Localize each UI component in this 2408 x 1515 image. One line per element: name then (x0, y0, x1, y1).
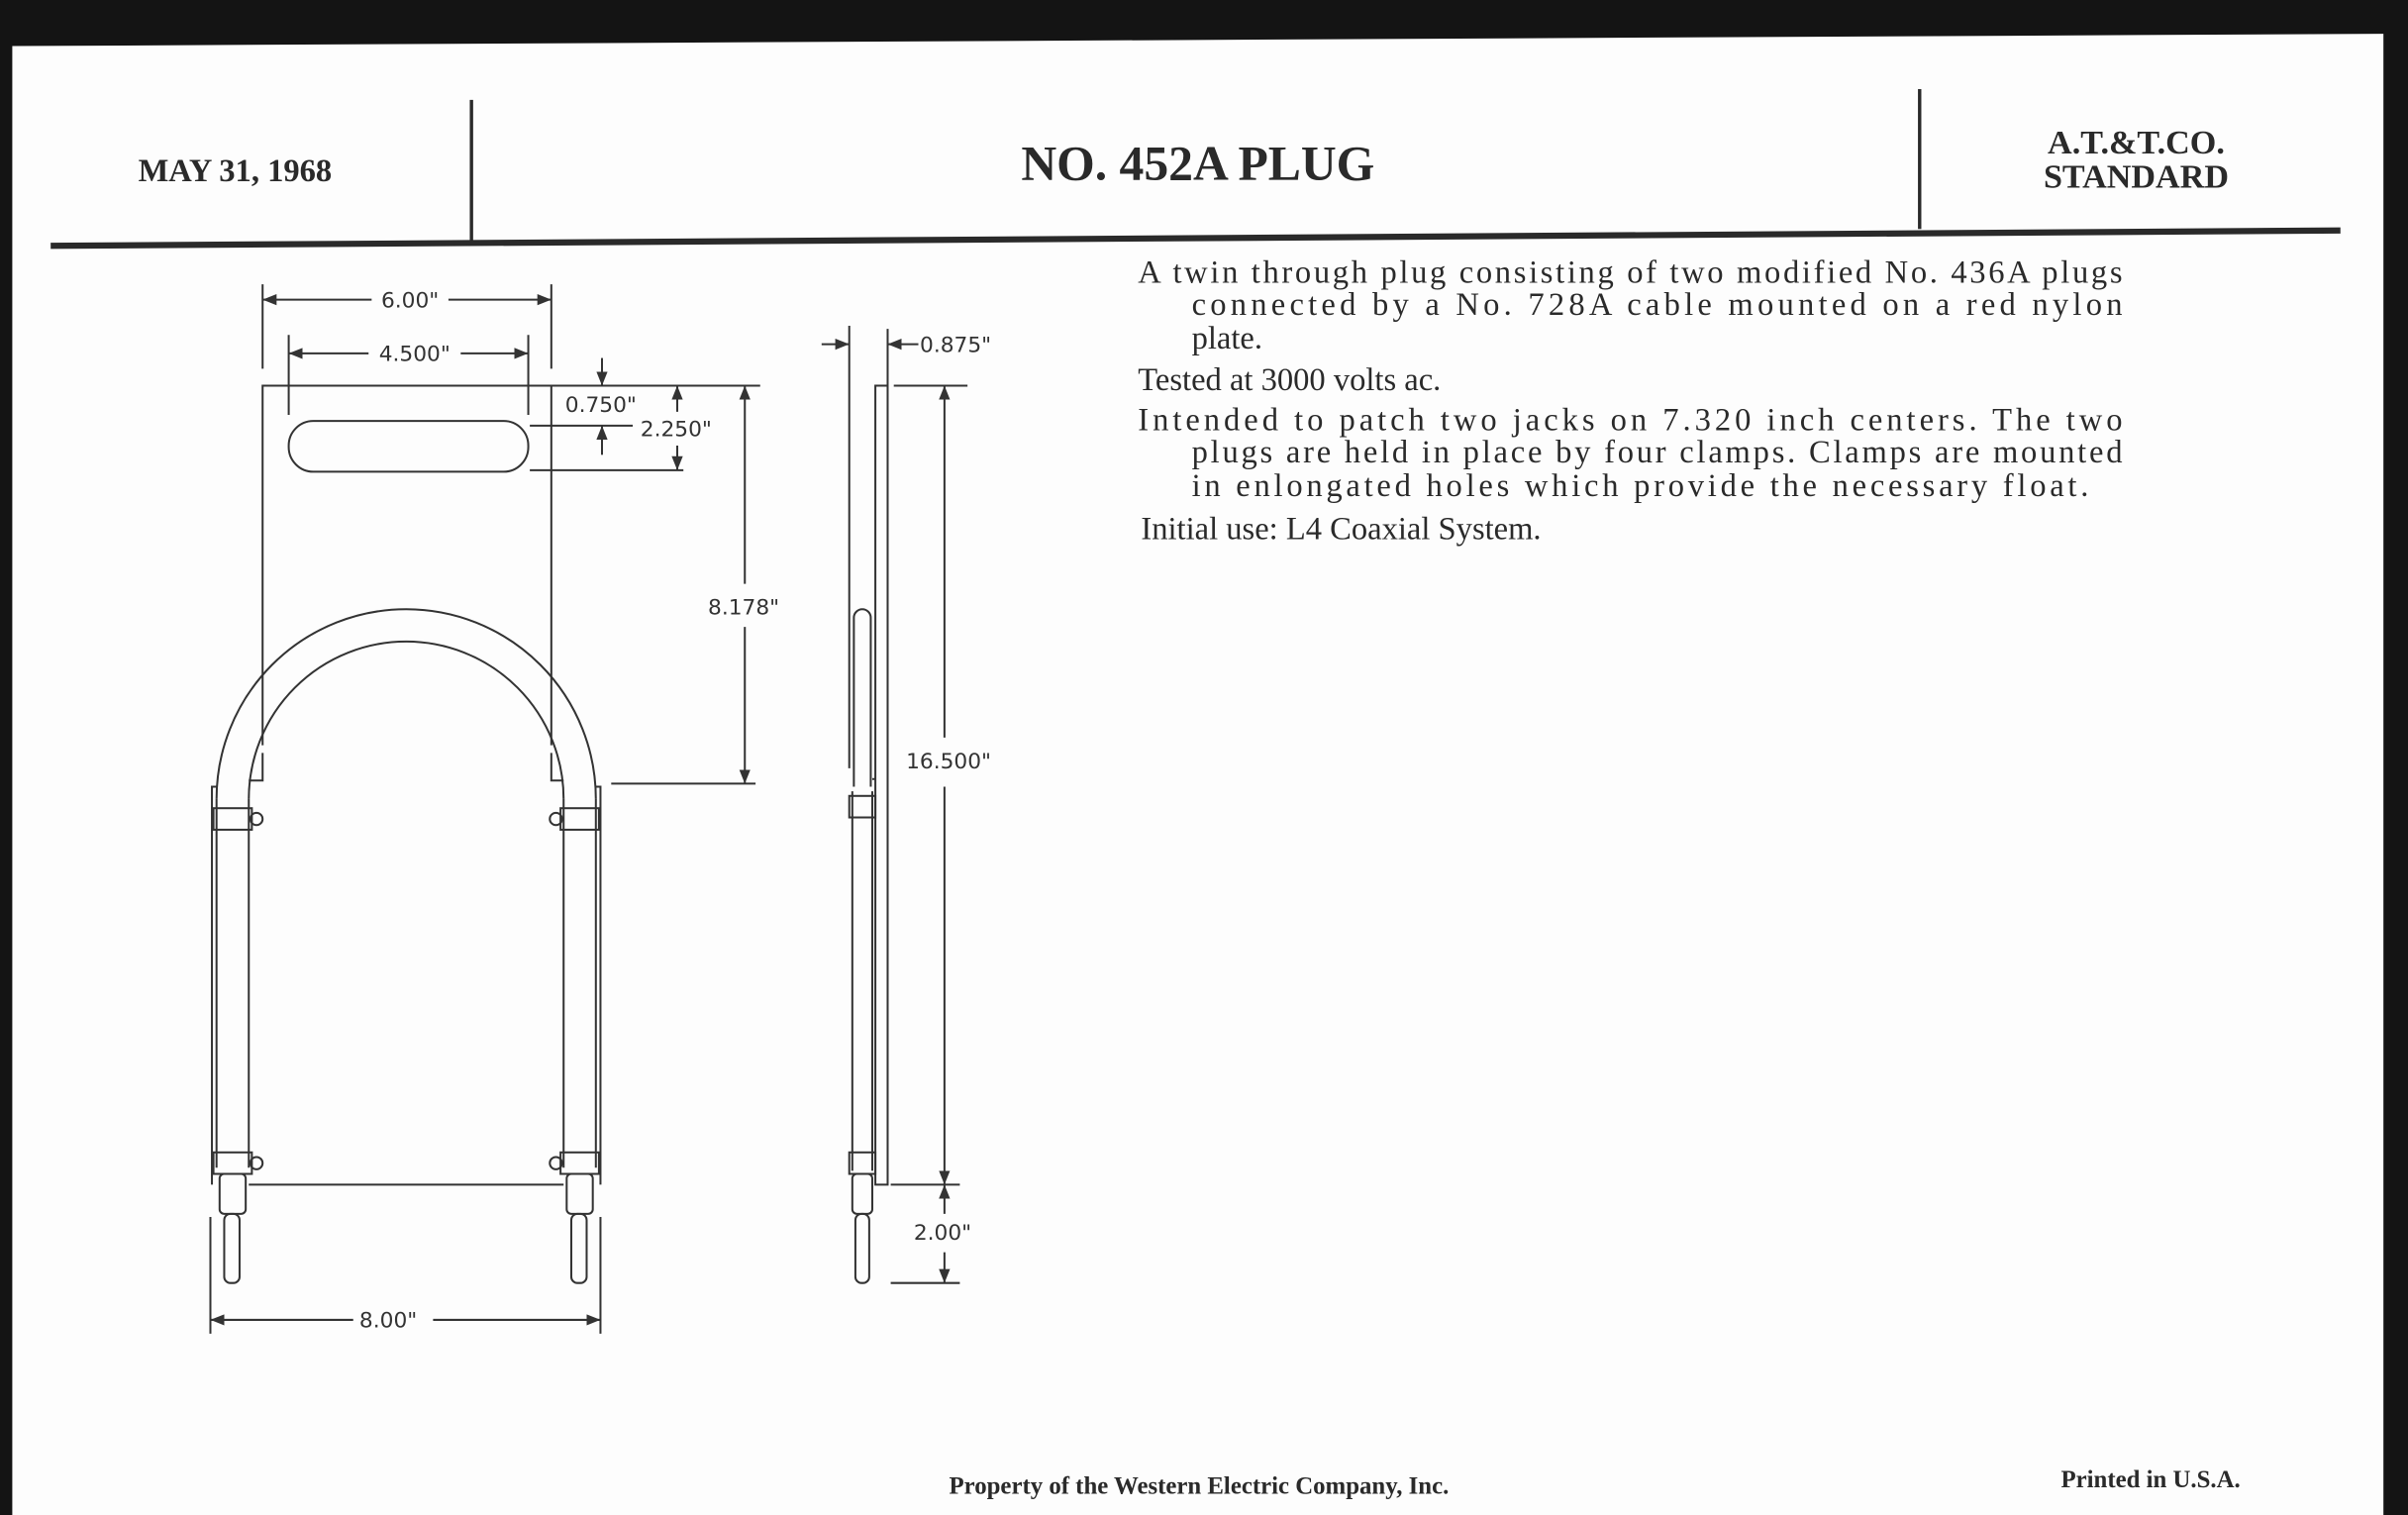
dim-slot-top: 0.750" (565, 393, 637, 418)
plug-pins (218, 1172, 594, 1284)
page-title: NO. 452A PLUG (1021, 137, 1374, 191)
dim-arch-height: 8.178" (708, 596, 779, 621)
cable-arch (215, 608, 597, 799)
dim-pin-length: 2.00" (914, 1221, 971, 1246)
description: A twin through plug consisting of two mo… (1138, 255, 2122, 548)
desc-line: in enlongated holes which provide the ne… (1192, 468, 2089, 504)
header-rule (50, 227, 2341, 250)
side-view-drawing: 0.875" 16.500" 2.00" (821, 325, 991, 1284)
desc-line: A twin through plug consisting of two mo… (1138, 255, 2122, 291)
desc-line: Intended to patch two jacks on 7.320 inc… (1138, 402, 2122, 438)
desc-line: Tested at 3000 volts ac. (1138, 362, 1441, 398)
footer-property: Property of the Western Electric Company… (950, 1472, 1450, 1499)
plate-edge (874, 384, 889, 1186)
cable-side (853, 608, 872, 787)
desc-line: plugs are held in place by four clamps. … (1192, 435, 2123, 470)
dim-overall-width: 8.00" (359, 1309, 417, 1334)
dim-slot-width: 4.500" (379, 343, 451, 367)
date: MAY 31, 1968 (139, 153, 333, 189)
dim-plate-width: 6.00" (381, 288, 439, 313)
desc-line: plate. (1192, 321, 1262, 356)
desc-line: Initial use: L4 Coaxial System. (1141, 512, 1541, 548)
paper (12, 34, 2384, 1515)
plate-lower-outline (211, 785, 602, 1186)
slot (287, 420, 530, 473)
org-name: A.T.&T.CO. (2048, 125, 2225, 161)
plate-outline (249, 384, 564, 782)
desc-line: connected by a No. 728A cable mounted on… (1192, 287, 2123, 323)
org-standard: STANDARD (2044, 158, 2229, 195)
dim-thickness: 0.875" (920, 333, 991, 357)
footer-printed: Printed in U.S.A. (2060, 1466, 2240, 1493)
dim-slot-bottom: 2.250" (641, 418, 712, 443)
front-view-drawing: 6.00" 4.500" 0.750" 2.250" 8.178" 8.00" (209, 284, 779, 1334)
dim-plate-height: 16.500" (906, 750, 991, 774)
cable-tubes (215, 798, 597, 1168)
